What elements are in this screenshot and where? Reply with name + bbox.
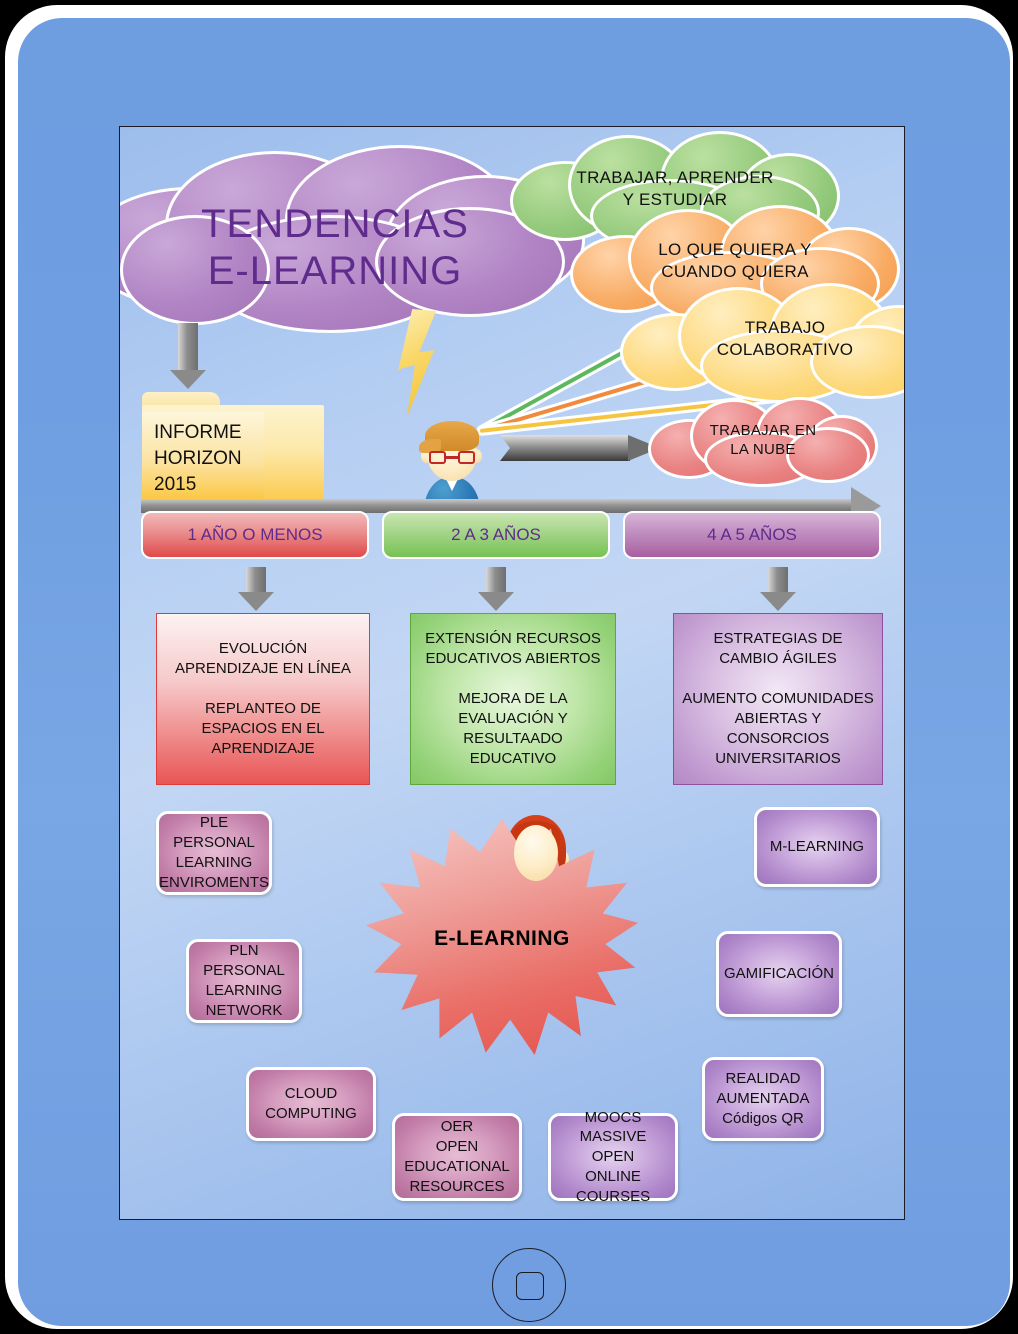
girl-face — [514, 825, 558, 881]
arrow-to-content-1 — [238, 567, 274, 611]
glasses-icon — [429, 451, 475, 465]
home-button[interactable] — [492, 1248, 566, 1322]
arrow-to-content-2 — [478, 567, 514, 611]
term-box-m-learning[interactable]: M-LEARNING — [754, 807, 880, 887]
timeline-phase-1[interactable]: 1 AÑO O MENOS — [141, 511, 369, 559]
folder-line-3: 2015 — [154, 474, 197, 496]
boy-hair-swoop — [419, 439, 441, 453]
boy-ear-left — [421, 449, 432, 463]
center-starburst: E-LEARNING — [366, 819, 638, 1055]
arrow-to-folder — [170, 323, 206, 389]
arrow-to-cloud — [500, 435, 660, 461]
tablet-bezel: TENDENCIAS E-LEARNING TRABAJAR, APRENDER… — [5, 5, 1013, 1329]
title-line-1: TENDENCIAS — [201, 202, 469, 246]
folder-text: INFORME HORIZON 2015 — [154, 420, 274, 499]
title-cloud: TENDENCIAS E-LEARNING — [120, 145, 585, 335]
folder-line-2: HORIZON — [154, 448, 242, 470]
tablet-screen: TENDENCIAS E-LEARNING TRABAJAR, APRENDER… — [18, 18, 1010, 1326]
folder-line-1: INFORME — [154, 422, 242, 443]
folder-icon: INFORME HORIZON 2015 — [142, 392, 324, 502]
home-button-icon — [516, 1272, 544, 1300]
term-box-gamificacion[interactable]: GAMIFICACIÓN — [716, 931, 842, 1017]
arrow-to-content-3 — [760, 567, 796, 611]
timeline-phase-2[interactable]: 2 A 3 AÑOS — [382, 511, 610, 559]
title-line-2: E-LEARNING — [207, 249, 463, 294]
title-cloud-text: TENDENCIAS E-LEARNING — [120, 201, 585, 295]
center-starburst-label: E-LEARNING — [434, 927, 570, 950]
infographic-canvas: TENDENCIAS E-LEARNING TRABAJAR, APRENDER… — [119, 126, 905, 1220]
timeline-phase-3[interactable]: 4 A 5 AÑOS — [623, 511, 881, 559]
